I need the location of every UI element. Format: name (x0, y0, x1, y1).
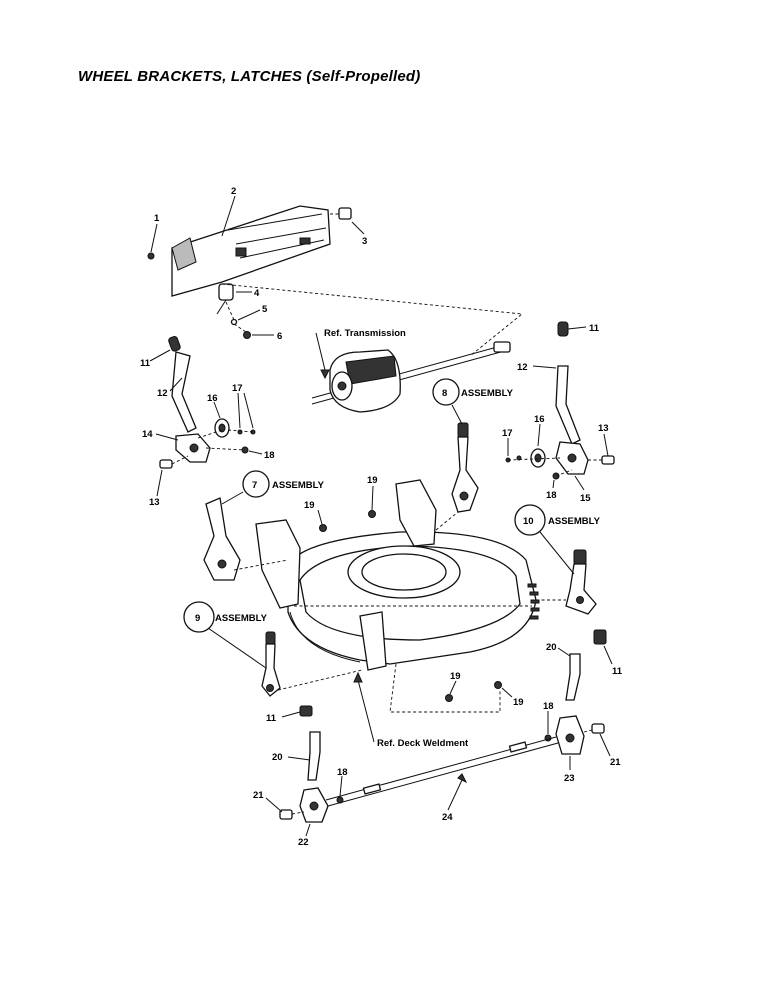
assembly-10-number: 10 (523, 516, 534, 527)
assembly-8-label: ASSEMBLY (461, 388, 514, 399)
callout-11-lower-right: 11 (612, 666, 623, 677)
ref-deck-weldment: Ref. Deck Weldment (377, 738, 469, 749)
part-1-bolt (147, 252, 155, 260)
callout-16-left: 16 (207, 393, 218, 404)
assembly-8-part (451, 422, 479, 513)
assembly-10-circle (514, 504, 546, 536)
callout-22: 22 (298, 837, 309, 848)
part-14-bracket-left (175, 433, 211, 463)
part-16-washer-left (214, 418, 230, 438)
assembly-10-label: ASSEMBLY (548, 516, 601, 527)
callout-18-lower-left: 18 (337, 767, 348, 778)
assembly-7-circle (242, 470, 270, 498)
callout-16-right: 16 (534, 414, 545, 425)
assembly-7-part (203, 497, 241, 581)
part-24-axle (325, 736, 559, 807)
part-20-lever-left (307, 731, 321, 781)
ref-transmission: Ref. Transmission (324, 328, 406, 339)
callout-21-left: 21 (253, 790, 264, 801)
callout-2: 2 (231, 186, 236, 197)
part-11-knob-lower-left (299, 705, 313, 717)
assembly-10-part (565, 549, 597, 615)
callout-18-left: 18 (264, 450, 275, 461)
part-12-lever-right (555, 365, 581, 445)
part-11-knob-left (168, 336, 181, 352)
callout-6: 6 (277, 331, 282, 342)
assembly-7-label: ASSEMBLY (272, 480, 325, 491)
callout-18-right: 18 (546, 490, 557, 501)
part-13-bolt-right (601, 455, 615, 465)
assembly-9-circle (183, 601, 215, 633)
part-11-knob-right (557, 321, 569, 337)
assembly-9-label: ASSEMBLY (215, 613, 268, 624)
part-19-nuts (319, 510, 502, 702)
callout-3: 3 (362, 236, 367, 247)
callout-4: 4 (254, 288, 260, 299)
part-11-knob-lower-right (593, 629, 607, 645)
part-20-lever-right (565, 653, 581, 701)
callout-5: 5 (262, 304, 268, 315)
transmission (311, 341, 511, 413)
part-6-nut (243, 331, 251, 339)
callout-19-a: 19 (304, 500, 315, 511)
callout-11-left: 11 (140, 358, 151, 369)
part-17-screws-right (505, 455, 522, 463)
callout-1: 1 (154, 213, 160, 224)
callout-15: 15 (580, 493, 591, 504)
part-12-lever-left (171, 351, 197, 433)
callout-17-right: 17 (502, 428, 513, 439)
assembly-9-number: 9 (195, 613, 200, 624)
deck-teeth (527, 583, 540, 620)
part-4-bushing (216, 283, 234, 315)
assembly-9-part (261, 631, 281, 697)
callout-13-left: 13 (149, 497, 160, 508)
callout-24: 24 (442, 812, 453, 823)
callout-21-right: 21 (610, 757, 621, 768)
callout-20-left: 20 (272, 752, 283, 763)
part-15-bracket-right (555, 441, 589, 475)
callout-11-lower-left: 11 (266, 713, 277, 724)
part-17-screws-left (237, 429, 256, 435)
part-21-bolt-right (591, 723, 605, 734)
part-21-bolt-left (279, 809, 293, 820)
deck-weldment (255, 479, 540, 671)
callout-11-right: 11 (589, 323, 600, 334)
part-5-washer (230, 318, 238, 326)
part-23-bracket (555, 715, 585, 755)
page-title: WHEEL BRACKETS, LATCHES (Self-Propelled) (78, 68, 421, 85)
callout-19-c: 19 (450, 671, 461, 682)
assembly-8-circle (432, 378, 460, 406)
callout-23: 23 (564, 773, 575, 784)
part-3-nut (338, 207, 352, 220)
callout-17-left: 17 (232, 383, 243, 394)
part-13-bolt-left (159, 459, 173, 469)
callout-19-d: 19 (513, 697, 524, 708)
callout-20-right: 20 (546, 642, 557, 653)
callout-12-left: 12 (157, 388, 168, 399)
part-22-bracket (299, 787, 329, 823)
part-2-bracket (171, 205, 331, 297)
callout-19-b: 19 (367, 475, 378, 486)
part-16-washer-right (530, 448, 546, 468)
callout-13-right: 13 (598, 423, 609, 434)
assembly-7-number: 7 (252, 480, 257, 491)
callout-18-lower-right: 18 (543, 701, 554, 712)
callout-14: 14 (142, 429, 153, 440)
callout-12-right: 12 (517, 362, 528, 373)
assembly-8-number: 8 (442, 388, 447, 399)
